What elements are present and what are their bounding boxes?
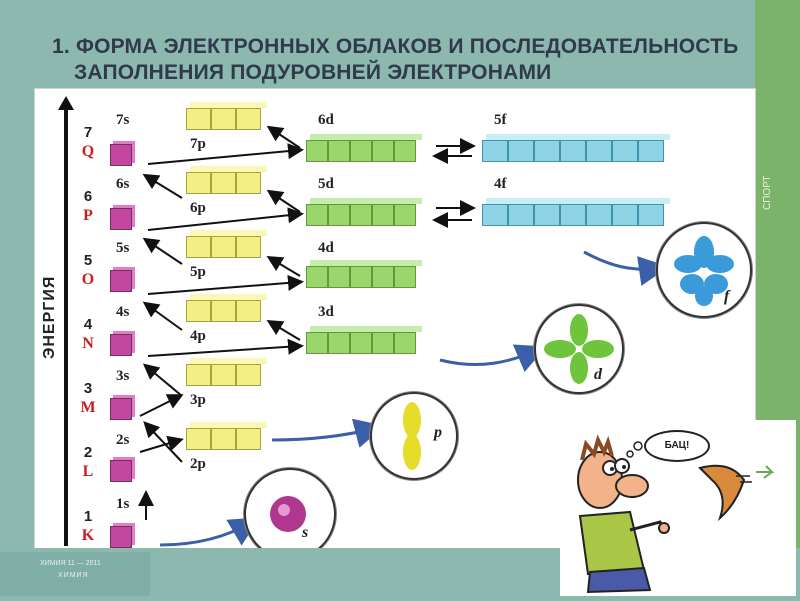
sublevel-label-1s: 1s [116, 496, 130, 512]
s-orbital-label: s [302, 524, 309, 541]
sublevel-label-4d: 4d [318, 240, 334, 256]
sublevel-label-6p: 6p [190, 200, 206, 216]
p-sublevel-7p [186, 102, 267, 130]
f-orbital-label: f [724, 288, 730, 305]
sublevel-label-3d: 3d [318, 304, 334, 320]
s-cell-1s [110, 526, 132, 548]
sublevel-label-6d: 6d [318, 112, 334, 128]
footer-line-2: ХИМИЯ [58, 572, 89, 579]
speech-bubble: БАЦ! [644, 430, 710, 462]
cartoon-illustration [560, 420, 796, 596]
d-orbital-bubble [534, 304, 624, 394]
level-letter-P: P [83, 207, 93, 224]
sublevel-label-4f: 4f [494, 176, 507, 192]
energy-axis-label: ЭНЕРГИЯ [41, 275, 58, 359]
s-cell-5s [110, 270, 132, 292]
p-sublevel-5p [186, 230, 267, 258]
p-sublevel-3p [186, 358, 267, 386]
f-sublevel-5f [482, 134, 670, 162]
energy-axis [64, 108, 68, 546]
level-letter-N: N [82, 335, 94, 352]
sublevel-label-7p: 7p [190, 136, 206, 152]
sublevel-label-5d: 5d [318, 176, 334, 192]
s-cell-7s [110, 144, 132, 166]
s-cell-4s [110, 334, 132, 356]
level-letter-M: M [80, 399, 96, 416]
s-cell-2s [110, 460, 132, 482]
sublevel-label-5f: 5f [494, 112, 507, 128]
level-number-1: 1 [83, 508, 93, 525]
level-letter-K: K [81, 527, 95, 544]
bottom-left-decor [0, 552, 150, 596]
d-sublevel-6d [306, 134, 422, 162]
f-sublevel-4f [482, 198, 670, 226]
sublevel-label-2p: 2p [190, 456, 206, 472]
title-line-1: 1. ФОРМА ЭЛЕКТРОННЫХ ОБЛАКОВ И ПОСЛЕДОВА… [52, 35, 739, 58]
d-sublevel-3d [306, 326, 422, 354]
s-cell-6s [110, 208, 132, 230]
slide-title: 1. ФОРМА ЭЛЕКТРОННЫХ ОБЛАКОВ И ПОСЛЕДОВА… [52, 34, 752, 86]
level-letter-Q: Q [81, 143, 95, 160]
p-orbital-bubble [370, 392, 458, 480]
d-sublevel-5d [306, 198, 422, 226]
d-orbital-label: d [594, 366, 602, 383]
sublevel-label-3p: 3p [190, 392, 206, 408]
sublevel-label-3s: 3s [116, 368, 130, 384]
p-orbital-shape [403, 402, 421, 470]
p-orbital-label: p [434, 424, 442, 441]
sublevel-label-6s: 6s [116, 176, 130, 192]
footer-line-1: ХИМИЯ 11 — 2011 [40, 560, 101, 567]
sublevel-label-4s: 4s [116, 304, 130, 320]
level-letter-L: L [82, 463, 94, 480]
sublevel-label-4p: 4p [190, 328, 206, 344]
p-sublevel-4p [186, 294, 267, 322]
level-number-2: 2 [83, 444, 93, 461]
sublevel-label-5s: 5s [116, 240, 130, 256]
title-line-2: ЗАПОЛНЕНИЯ ПОДУРОВНЕЙ ЭЛЕКТРОНАМИ [74, 61, 552, 84]
f-orbital-shape [674, 236, 734, 306]
s-cell-3s [110, 398, 132, 420]
side-text: СПОРТ [762, 175, 773, 210]
p-sublevel-6p [186, 166, 267, 194]
s-orbital-shape [270, 496, 306, 532]
sublevel-label-2s: 2s [116, 432, 130, 448]
f-orbital-bubble [656, 222, 752, 318]
cartoon-man-with-boomerang [577, 434, 775, 594]
sublevel-label-5p: 5p [190, 264, 206, 280]
energy-axis-arrowhead [58, 96, 74, 110]
level-number-5: 5 [83, 252, 93, 269]
s-orbital-bubble [244, 468, 336, 560]
level-number-7: 7 [83, 124, 93, 141]
sublevel-label-7s: 7s [116, 112, 130, 128]
p-sublevel-2p [186, 422, 267, 450]
d-orbital-shape [544, 314, 614, 384]
level-number-4: 4 [83, 316, 93, 333]
d-sublevel-4d [306, 260, 422, 288]
level-number-3: 3 [83, 380, 93, 397]
level-number-6: 6 [83, 188, 93, 205]
level-letter-O: O [81, 271, 95, 288]
